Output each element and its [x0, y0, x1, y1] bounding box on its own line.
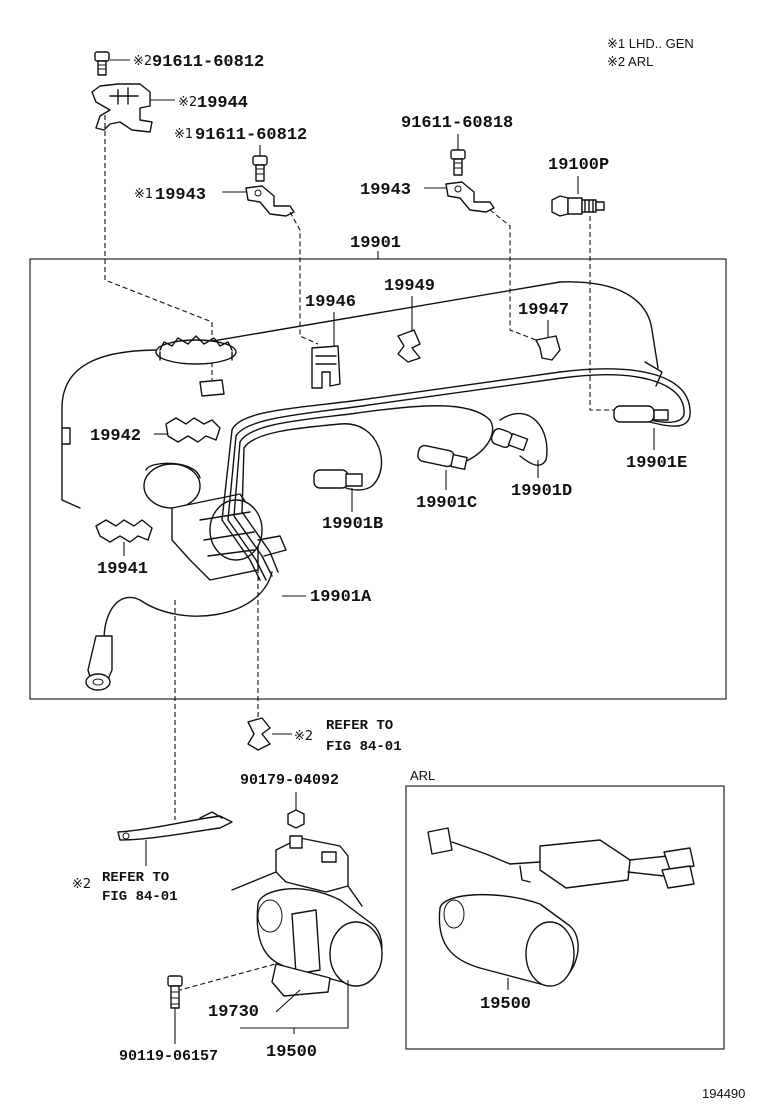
bracket-icon: [445, 181, 495, 213]
label-19901b: 19901B: [322, 515, 383, 534]
coil-bracket-leader: [240, 980, 349, 1034]
legend-item-1: ※1 LHD.. GEN: [607, 36, 694, 51]
refer-center-line2: FIG 84-01: [326, 739, 402, 755]
label-19942: 19942: [90, 427, 141, 446]
engine-outline: [61, 281, 659, 409]
refer-left-line1: REFER TO: [102, 870, 169, 886]
spark-plug-icon: [551, 195, 605, 217]
bolt-top-mark: ※2: [133, 54, 152, 69]
refer-left-mark: ※2: [72, 877, 91, 892]
label-19901e: 19901E: [626, 454, 687, 473]
arl-frame: [405, 785, 725, 1050]
label-19941: 19941: [97, 560, 148, 579]
cord-clamp-icon: [535, 335, 561, 361]
ref-line-bracket-right: [489, 209, 537, 341]
label-19944: 19944: [197, 94, 248, 113]
label-bracket-left: 19943: [155, 186, 206, 205]
ref-line-bolt: [179, 959, 291, 991]
bracket-left-mark: ※1: [134, 187, 153, 202]
ignition-coil-icon: [427, 827, 695, 987]
engine-outline-side: [61, 407, 81, 509]
bracket-icon: [245, 185, 295, 217]
arl-box-title: ARL: [410, 768, 435, 783]
legend-item-2: ※2 ARL: [607, 54, 653, 69]
label-19946: 19946: [305, 293, 356, 312]
label-bolt-top: 91611-60812: [152, 53, 264, 72]
label-bolt-right: 91611-60818: [401, 114, 513, 133]
label-nut: 90179-04092: [240, 772, 339, 789]
cord-clamp-icon: [95, 519, 153, 543]
cord-terminal-e: [613, 405, 669, 423]
refer-center-line1: REFER TO: [326, 718, 393, 734]
engine-corner: [644, 361, 663, 387]
cord-clamp-icon: [117, 811, 233, 841]
ref-line-bracket-left: [289, 211, 319, 345]
label-spark-plug: 19100P: [548, 156, 609, 175]
cord-clamp-icon: [397, 329, 421, 363]
label-19730: 19730: [208, 1003, 259, 1022]
cord-terminal-d: [490, 428, 529, 452]
bolt-icon: [167, 975, 183, 1009]
refer-left-line2: FIG 84-01: [102, 889, 178, 905]
oil-cap-icon: [155, 335, 237, 365]
distributor-icon: [143, 462, 287, 581]
bolt-icon: [94, 51, 110, 76]
label-19949: 19949: [384, 277, 435, 296]
figure-number: 194490: [702, 1086, 745, 1101]
cord-set-frame: [29, 258, 727, 700]
label-19947: 19947: [518, 301, 569, 320]
label-bolt-left: 91611-60812: [195, 126, 307, 145]
cord-clamp-icon: [311, 345, 341, 389]
clamp-19944-mark: ※2: [178, 95, 197, 110]
ignition-coil-icon: [231, 835, 383, 997]
label-19901a: 19901A: [310, 588, 372, 607]
label-19901d: 19901D: [511, 482, 572, 501]
bolt-icon: [450, 149, 466, 176]
cord-clamp-icon: [91, 83, 153, 133]
engine-rib: [61, 427, 71, 445]
ignition-cords: [103, 368, 691, 641]
label-arl-19500: 19500: [480, 995, 531, 1014]
label-cord-set: 19901: [350, 234, 401, 253]
nut-icon: [287, 809, 305, 829]
label-19500: 19500: [266, 1043, 317, 1062]
ref-line-plug: [589, 216, 618, 411]
mount-block: [199, 379, 225, 397]
cord-clamp-icon: [165, 417, 221, 443]
label-19901c: 19901C: [416, 494, 477, 513]
bolt-left-mark: ※1: [174, 127, 193, 142]
label-bracket-right: 19943: [360, 181, 411, 200]
refer-center-mark: ※2: [294, 729, 313, 744]
cord-terminal-b: [313, 469, 363, 489]
cord-terminal-c: [417, 444, 468, 471]
cord-clamp-icon: [247, 717, 271, 751]
bolt-icon: [252, 155, 268, 182]
cord-terminal-a: [85, 635, 113, 691]
label-bolt-bottom: 90119-06157: [119, 1048, 218, 1065]
